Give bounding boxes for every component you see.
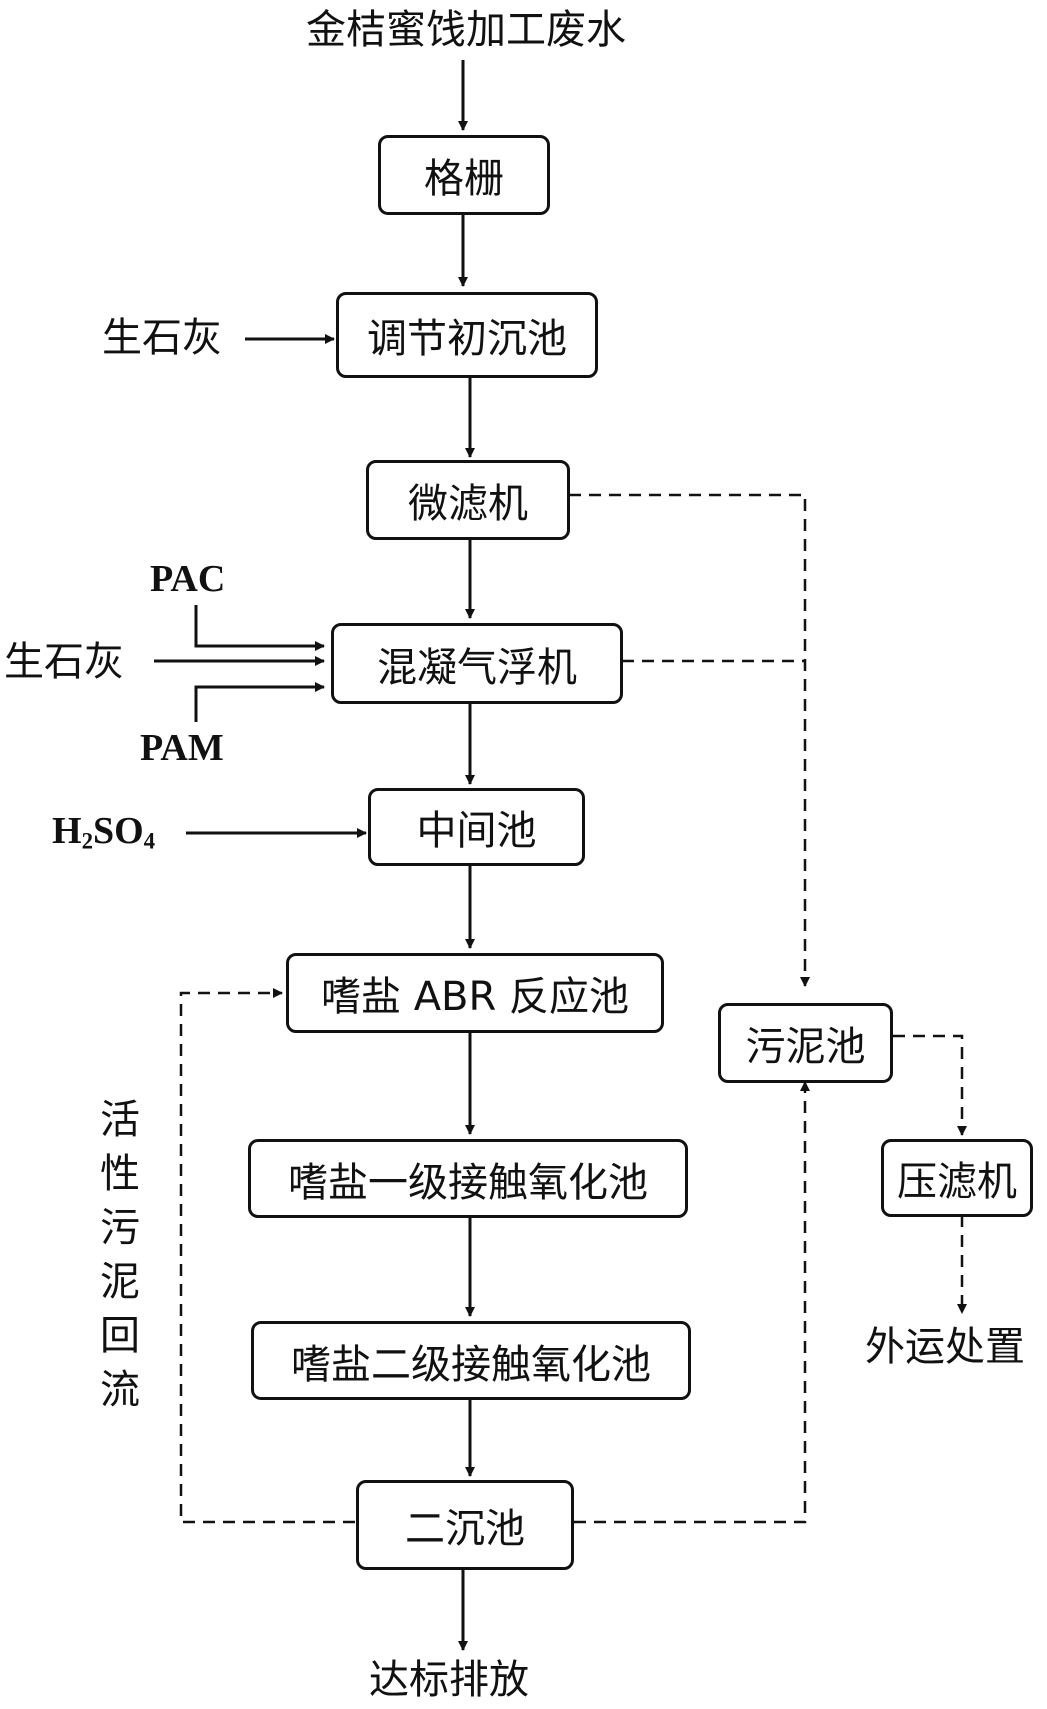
- arrow-pac-flotation: [194, 605, 325, 651]
- lime-label-2: 生石灰: [4, 639, 124, 685]
- sludge-line-microfilter: [569, 493, 810, 987]
- lime-label-1: 生石灰: [102, 315, 222, 361]
- oxidation1-box: 嗜盐一级接触氧化池: [248, 1139, 688, 1218]
- sludge-recycle-line: [179, 988, 355, 1524]
- equalization-box: 调节初沉池: [336, 292, 598, 378]
- discharge-label: 达标排放: [369, 1657, 529, 1703]
- oxidation2-box: 嗜盐二级接触氧化池: [251, 1321, 691, 1400]
- arrow-pam-flotation: [194, 682, 325, 722]
- source-label: 金桔蜜饯加工废水: [306, 7, 626, 53]
- abr-reactor-box: 嗜盐 ABR 反应池: [286, 953, 664, 1033]
- grille-box: 格栅: [378, 135, 550, 215]
- acid-label: H2SO4: [52, 810, 156, 854]
- sludge-line-clarifier: [574, 1081, 810, 1524]
- secondary-clarifier-box: 二沉池: [356, 1480, 574, 1570]
- recycle-label: 活 性 污 泥 回 流: [100, 1097, 140, 1413]
- flotation-box: 混凝气浮机: [331, 623, 623, 704]
- intermediate-box: 中间池: [368, 788, 585, 866]
- sludge-tank-box: 污泥池: [718, 1003, 893, 1083]
- microfilter-box: 微滤机: [366, 460, 570, 540]
- pam-label: PAM: [140, 727, 224, 769]
- pac-label: PAC: [150, 558, 226, 600]
- filter-press-box: 压滤机: [881, 1139, 1033, 1217]
- sludge-line-press: [893, 1034, 967, 1136]
- disposal-label: 外运处置: [865, 1324, 1025, 1370]
